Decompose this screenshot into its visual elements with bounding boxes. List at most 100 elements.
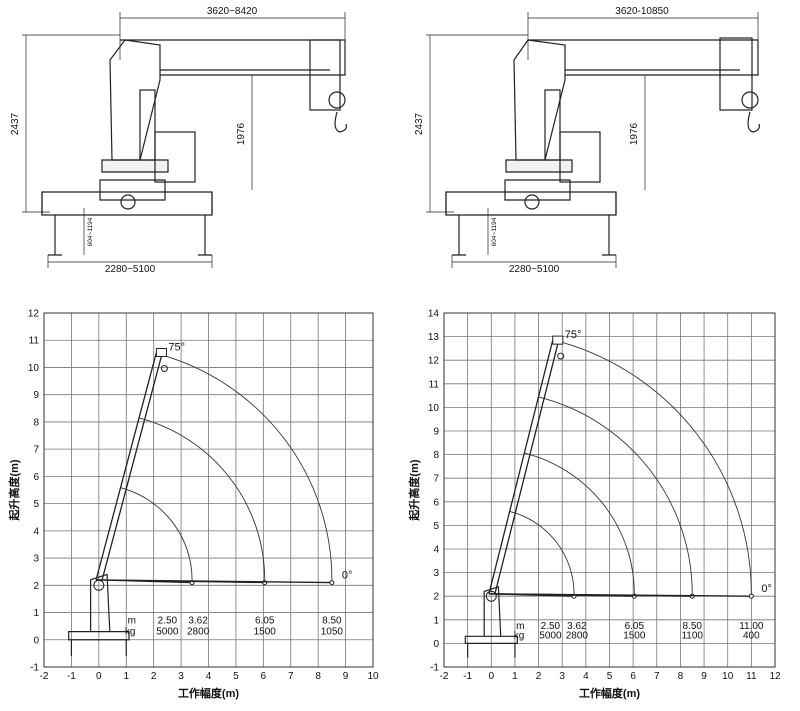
left-y-tick-label: 1 — [33, 608, 39, 619]
left-y-tick-label: 8 — [33, 417, 39, 428]
left-load-value: 2800 — [187, 626, 210, 637]
left-reach-arc — [156, 352, 333, 580]
right-radius-value: 2.50 — [541, 621, 561, 632]
right-x-tick-label: 11 — [746, 671, 757, 682]
right-boom-75-edge — [494, 339, 560, 594]
left-x-tick-label: 3 — [178, 671, 184, 682]
right-x-axis-title: 工作幅度(m) — [579, 686, 640, 700]
left-x-tick-label: 4 — [206, 671, 212, 682]
right-horizontal-boom — [488, 593, 752, 597]
right-y-tick-label: -1 — [430, 663, 439, 674]
left-y-tick-label: 0 — [33, 635, 39, 646]
left-y-tick-label: 6 — [33, 472, 39, 483]
right-boom-75 — [488, 339, 554, 594]
right-y-tick-label: 0 — [433, 639, 439, 650]
left-outrigger-dimension: 2280~5100 — [105, 264, 156, 275]
left-x-axis-title: 工作幅度(m) — [178, 686, 239, 700]
right-y-tick-label: 1 — [433, 615, 439, 626]
left-load-value: 5000 — [156, 626, 179, 637]
right-x-tick-label: -2 — [440, 671, 449, 682]
left-x-tick-label: 9 — [343, 671, 349, 682]
left-y-tick-label: 5 — [33, 499, 39, 510]
left-column — [90, 573, 111, 632]
left-crane-drawing: 3620~8420 2437 1976 2280~5100 604~1194 — [10, 6, 347, 275]
left-boom-75 — [95, 352, 158, 581]
left-hook-dimension: 1976 — [236, 122, 247, 145]
left-plot-frame — [43, 312, 374, 668]
left-x-tick-label: -2 — [40, 671, 49, 682]
right-outrigger-dimension: 2280~5100 — [509, 264, 560, 275]
left-hook — [160, 364, 168, 372]
left-horizontal-boom — [96, 579, 332, 584]
right-unit-m-label: m — [516, 621, 524, 632]
right-reach-arc — [538, 396, 693, 594]
right-hook — [557, 352, 565, 360]
right-crane-drawing: 3620-10850 2437 1976 2280~5100 604~1194 — [414, 6, 760, 275]
right-leg-dimension: 604~1194 — [491, 217, 498, 246]
right-radius-value: 3.62 — [567, 621, 587, 632]
right-x-tick-label: 4 — [583, 671, 589, 682]
left-boom-tip-point — [329, 580, 335, 586]
left-y-tick-label: -1 — [30, 663, 39, 674]
right-unit-kg-label: kg — [514, 631, 525, 642]
left-unit-m-label: m — [128, 615, 136, 626]
left-y-tick-label: 7 — [33, 445, 39, 456]
right-y-tick-label: 2 — [433, 592, 439, 603]
right-hook-dimension: 1976 — [629, 122, 640, 145]
right-y-tick-label: 6 — [433, 497, 439, 508]
left-x-tick-label: 2 — [151, 671, 157, 682]
left-base-frame — [68, 631, 130, 641]
right-x-tick-label: 12 — [769, 671, 781, 682]
left-radius-value: 2.50 — [158, 615, 178, 626]
right-y-tick-label: 14 — [428, 309, 440, 320]
right-y-tick-label: 11 — [429, 379, 440, 390]
right-y-tick-label: 8 — [433, 450, 439, 461]
left-height-dimension: 2437 — [10, 112, 21, 135]
left-unit-kg-label: kg — [125, 626, 136, 637]
left-x-tick-label: 8 — [315, 671, 321, 682]
left-x-tick-label: 6 — [261, 671, 267, 682]
right-y-tick-label: 10 — [428, 403, 440, 414]
right-x-tick-label: 0 — [489, 671, 495, 682]
right-y-tick-label: 5 — [433, 521, 439, 532]
left-x-tick-label: -1 — [67, 671, 76, 682]
right-grid — [443, 312, 776, 668]
right-angle-75-label: 75° — [565, 329, 582, 341]
left-slew-ring — [93, 579, 105, 591]
right-slew-ring — [485, 590, 497, 602]
right-reach-arc — [509, 511, 575, 594]
right-reach-dimension: 3620-10850 — [615, 6, 669, 17]
right-y-tick-label: 7 — [433, 474, 439, 485]
left-y-tick-label: 3 — [33, 554, 39, 565]
left-load-value: 1050 — [321, 626, 344, 637]
left-y-tick-label: 10 — [28, 363, 40, 374]
right-x-tick-label: -1 — [463, 671, 472, 682]
left-y-tick-label: 11 — [29, 336, 40, 347]
right-x-tick-label: 8 — [678, 671, 684, 682]
right-x-tick-label: 2 — [536, 671, 542, 682]
right-angle-0-label: 0° — [761, 583, 772, 595]
left-x-tick-label: 0 — [96, 671, 102, 682]
right-y-tick-label: 12 — [428, 356, 440, 367]
right-y-axis-title: 起升高度(m) — [407, 459, 421, 521]
right-base-frame — [464, 635, 518, 644]
left-radius-value: 8.50 — [322, 615, 342, 626]
right-x-tick-label: 1 — [512, 671, 518, 682]
left-radius-value: 3.62 — [188, 615, 208, 626]
right-reach-arc — [524, 452, 635, 594]
left-leg-dimension: 604~1194 — [87, 217, 94, 246]
right-load-value: 400 — [743, 631, 760, 642]
left-boom-75-edge — [101, 352, 164, 581]
left-y-tick-label: 4 — [33, 526, 39, 537]
right-x-tick-label: 3 — [559, 671, 565, 682]
right-y-tick-label: 13 — [428, 332, 440, 343]
right-radius-value: 8.50 — [683, 621, 703, 632]
right-load-value: 1500 — [623, 631, 646, 642]
left-y-tick-label: 2 — [33, 581, 39, 592]
left-angle-75-label: 75° — [168, 341, 185, 353]
left-x-tick-label: 10 — [367, 671, 379, 682]
left-reach-dimension: 3620~8420 — [207, 6, 258, 17]
